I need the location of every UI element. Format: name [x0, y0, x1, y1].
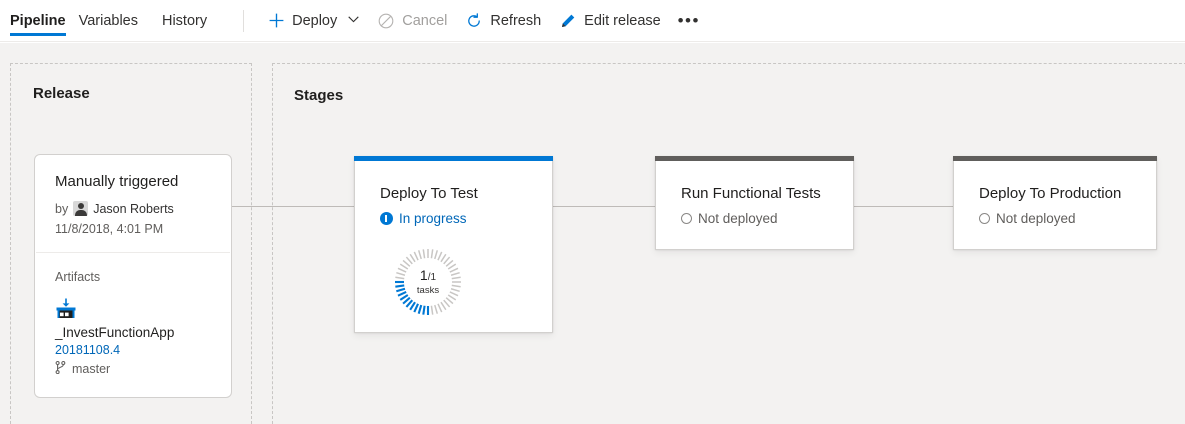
task-progress-total: /1 — [427, 272, 437, 284]
stage-card-deploy-to-test[interactable]: Deploy To Test In progress 1/1 tasks — [354, 156, 553, 333]
stage-name: Run Functional Tests — [681, 185, 821, 202]
task-progress-label: tasks — [416, 285, 440, 297]
release-author-name: Jason Roberts — [93, 201, 174, 216]
stage-status-label: In progress — [399, 211, 467, 226]
pipeline-canvas: Release Manually triggered by Jason Robe… — [0, 43, 1185, 424]
release-card-header: Manually triggered by Jason Roberts 11/8… — [35, 155, 231, 252]
task-progress-count: 1/1 — [420, 268, 436, 283]
stage-card-deploy-to-production[interactable]: Deploy To Production Not deployed — [953, 156, 1157, 250]
more-icon[interactable]: ••• — [674, 5, 704, 37]
deploy-button[interactable]: Deploy — [258, 3, 368, 39]
connector-release-to-stage1 — [221, 206, 354, 207]
chevron-down-icon — [348, 15, 359, 26]
stage-status: Not deployed — [979, 211, 1131, 226]
task-progress-center: 1/1 tasks — [394, 248, 462, 316]
artifacts-label: Artifacts — [55, 270, 101, 284]
connector-stage1-to-stage2 — [553, 206, 655, 207]
tab-pipeline[interactable]: Pipeline — [10, 0, 66, 42]
in-progress-icon — [380, 212, 393, 225]
release-card-divider — [36, 252, 230, 253]
stage-status: Not deployed — [681, 211, 828, 226]
command-bar-divider — [243, 9, 245, 32]
release-panel: Release Manually triggered by Jason Robe… — [10, 63, 252, 424]
artifact-name: _InvestFunctionApp — [55, 325, 175, 340]
stage-status: In progress — [380, 211, 527, 226]
task-progress-completed: 1 — [419, 267, 428, 284]
deploy-button-label: Deploy — [292, 12, 338, 29]
task-progress-ring: 1/1 tasks — [394, 248, 462, 316]
edit-release-button-label: Edit release — [584, 12, 661, 29]
cancel-icon — [377, 12, 395, 30]
more-button-label: ••• — [677, 10, 700, 30]
refresh-icon — [465, 12, 483, 30]
not-deployed-icon — [979, 213, 990, 224]
release-timestamp: 11/8/2018, 4:01 PM — [55, 222, 164, 236]
tab-variables[interactable]: Variables — [79, 0, 149, 42]
stage-status-label: Not deployed — [698, 211, 778, 226]
release-artifacts-section: Artifacts _InvestFunctionApp 20181108. — [35, 253, 231, 397]
pencil-icon — [559, 12, 577, 30]
stage-name: Deploy To Production — [979, 185, 1122, 202]
stage-status-label: Not deployed — [996, 211, 1076, 226]
cancel-button-label: Cancel — [402, 12, 448, 29]
stage-status-bar — [655, 156, 854, 161]
tab-variables-label: Variables — [78, 12, 138, 29]
build-artifact-icon — [55, 298, 77, 319]
tab-history[interactable]: History — [162, 0, 218, 42]
refresh-button[interactable]: Refresh — [456, 3, 550, 39]
artifact-version-link[interactable]: 20181108.4 — [55, 343, 121, 357]
avatar — [73, 201, 89, 216]
branch-icon — [55, 360, 66, 377]
stages-panel: Stages — [272, 63, 1185, 424]
artifact-branch-row: master — [55, 360, 211, 377]
release-card[interactable]: Manually triggered by Jason Roberts 11/8… — [34, 154, 232, 398]
release-author-row: by Jason Roberts — [55, 201, 211, 216]
by-label: by — [55, 201, 69, 216]
plus-icon — [267, 12, 285, 30]
tab-pipeline-label: Pipeline — [10, 12, 66, 29]
stage-card-body: Deploy To Production Not deployed — [954, 157, 1156, 226]
refresh-button-label: Refresh — [490, 12, 542, 29]
stage-card-body: Deploy To Test In progress 1/1 tasks — [355, 157, 552, 316]
connector-stage2-to-stage3 — [854, 206, 953, 207]
edit-release-button[interactable]: Edit release — [550, 3, 670, 39]
stage-card-run-functional-tests[interactable]: Run Functional Tests Not deployed — [655, 156, 854, 250]
tab-history-label: History — [161, 12, 208, 29]
stage-status-bar — [354, 156, 553, 161]
stages-panel-title: Stages — [294, 87, 344, 104]
command-bar: Pipeline Variables History Deploy — [0, 0, 1185, 42]
release-trigger-title: Manually triggered — [55, 173, 179, 190]
release-panel-title: Release — [33, 85, 90, 102]
artifact-branch-name: master — [72, 362, 111, 376]
not-deployed-icon — [681, 213, 692, 224]
cancel-button[interactable]: Cancel — [368, 3, 456, 39]
stage-name: Deploy To Test — [380, 185, 478, 202]
stage-status-bar — [953, 156, 1157, 161]
stage-card-body: Run Functional Tests Not deployed — [656, 157, 853, 226]
pivot-group: Pipeline Variables History — [0, 0, 231, 42]
